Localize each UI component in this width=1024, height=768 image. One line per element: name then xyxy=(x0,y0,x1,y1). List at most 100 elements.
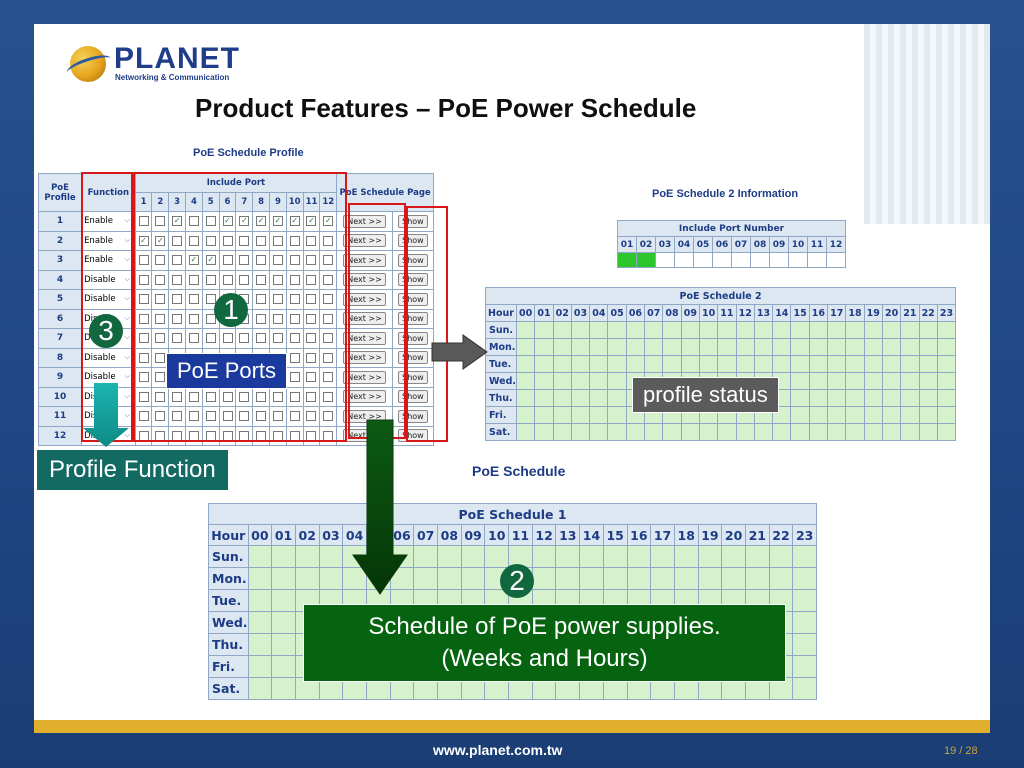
schedule-cell[interactable] xyxy=(900,372,920,390)
port-checkbox[interactable] xyxy=(272,313,283,324)
next-button[interactable]: Next >> xyxy=(343,312,386,326)
schedule-cell[interactable] xyxy=(900,355,920,373)
port-checkbox[interactable]: ✓ xyxy=(205,255,216,265)
schedule-cell[interactable] xyxy=(792,677,818,700)
port-checkbox[interactable] xyxy=(172,235,183,246)
schedule-cell[interactable] xyxy=(772,423,792,441)
schedule-cell[interactable] xyxy=(936,389,957,407)
port-checkbox[interactable] xyxy=(289,333,300,343)
port-checkbox[interactable] xyxy=(256,411,267,421)
port-checkbox[interactable] xyxy=(222,391,233,402)
port-checkbox[interactable] xyxy=(205,391,216,402)
schedule-cell[interactable] xyxy=(918,372,938,390)
schedule-cell[interactable] xyxy=(845,338,865,356)
schedule-cell[interactable] xyxy=(555,677,581,700)
port-checkbox[interactable] xyxy=(289,391,300,402)
schedule-cell[interactable] xyxy=(768,567,794,590)
port-checkbox[interactable]: ✓ xyxy=(289,216,300,226)
port-checkbox[interactable] xyxy=(272,255,283,265)
port-checkbox[interactable]: ✓ xyxy=(323,216,334,226)
port-checkbox[interactable] xyxy=(306,235,317,246)
port-checkbox[interactable] xyxy=(172,255,183,265)
schedule-cell[interactable] xyxy=(863,389,883,407)
port-checkbox[interactable] xyxy=(272,294,283,304)
port-checkbox[interactable] xyxy=(188,313,199,324)
schedule-cell[interactable] xyxy=(607,338,627,356)
port-checkbox[interactable] xyxy=(306,333,317,343)
schedule-cell[interactable] xyxy=(607,372,627,390)
port-checkbox[interactable] xyxy=(205,294,216,304)
schedule-cell[interactable] xyxy=(673,677,699,700)
schedule-cell[interactable] xyxy=(552,423,572,441)
schedule-cell[interactable] xyxy=(534,338,554,356)
next-button[interactable]: Next >> xyxy=(343,390,386,404)
schedule-cell[interactable] xyxy=(918,406,938,424)
port-checkbox[interactable] xyxy=(188,411,199,421)
next-button[interactable]: Next >> xyxy=(343,351,386,365)
next-button[interactable]: Next >> xyxy=(343,331,386,345)
port-checkbox[interactable]: ✓ xyxy=(272,216,283,226)
port-checkbox[interactable] xyxy=(172,391,183,402)
port-checkbox[interactable] xyxy=(289,274,300,285)
port-checkbox[interactable] xyxy=(138,333,149,343)
schedule-cell[interactable] xyxy=(790,372,810,390)
schedule-cell[interactable] xyxy=(717,355,737,373)
port-checkbox[interactable] xyxy=(222,274,233,285)
schedule-cell[interactable] xyxy=(570,321,591,339)
port-checkbox[interactable] xyxy=(222,255,233,265)
schedule-cell[interactable] xyxy=(625,355,646,373)
port-checkbox[interactable] xyxy=(222,235,233,246)
schedule-cell[interactable] xyxy=(515,389,536,407)
port-checkbox[interactable] xyxy=(272,333,283,343)
schedule-cell[interactable] xyxy=(534,406,554,424)
port-checkbox[interactable]: ✓ xyxy=(239,216,250,226)
port-checkbox[interactable] xyxy=(323,372,334,382)
schedule-cell[interactable] xyxy=(827,406,847,424)
schedule-cell[interactable] xyxy=(318,677,344,700)
schedule-cell[interactable] xyxy=(721,677,746,700)
schedule-cell[interactable] xyxy=(484,677,510,700)
port-checkbox[interactable] xyxy=(172,274,183,285)
port-checkbox[interactable] xyxy=(289,372,300,382)
port-checkbox[interactable] xyxy=(289,411,300,421)
port-checkbox[interactable] xyxy=(205,313,216,324)
schedule-cell[interactable] xyxy=(589,423,609,441)
port-checkbox[interactable] xyxy=(155,216,166,226)
schedule-cell[interactable] xyxy=(389,567,415,590)
schedule-cell[interactable] xyxy=(342,677,367,700)
port-checkbox[interactable] xyxy=(138,352,149,363)
port-checkbox[interactable] xyxy=(155,333,166,343)
schedule-cell[interactable] xyxy=(589,321,609,339)
port-checkbox[interactable] xyxy=(306,411,317,421)
port-checkbox[interactable] xyxy=(306,352,317,363)
port-checkbox[interactable] xyxy=(138,391,149,402)
port-checkbox[interactable] xyxy=(138,411,149,421)
schedule-cell[interactable] xyxy=(808,355,829,373)
schedule-cell[interactable] xyxy=(735,338,755,356)
port-checkbox[interactable] xyxy=(256,333,267,343)
schedule-cell[interactable] xyxy=(626,677,652,700)
next-button[interactable]: Next >> xyxy=(343,234,386,248)
port-checkbox[interactable] xyxy=(188,216,199,226)
schedule-cell[interactable] xyxy=(515,321,536,339)
next-button[interactable]: Next >> xyxy=(343,370,386,384)
port-checkbox[interactable] xyxy=(289,235,300,246)
port-checkbox[interactable] xyxy=(289,352,300,363)
port-checkbox[interactable] xyxy=(323,255,334,265)
port-checkbox[interactable] xyxy=(256,294,267,304)
schedule-cell[interactable] xyxy=(662,423,682,441)
schedule-cell[interactable] xyxy=(247,677,273,700)
port-checkbox[interactable] xyxy=(222,411,233,421)
port-checkbox[interactable] xyxy=(323,352,334,363)
schedule-cell[interactable] xyxy=(413,545,439,568)
schedule-cell[interactable] xyxy=(570,338,591,356)
schedule-cell[interactable] xyxy=(607,406,627,424)
schedule-cell[interactable] xyxy=(437,567,462,590)
port-checkbox[interactable]: ✓ xyxy=(188,255,199,265)
port-checkbox[interactable] xyxy=(138,216,149,226)
schedule-cell[interactable] xyxy=(318,567,344,590)
schedule-cell[interactable] xyxy=(790,338,810,356)
port-checkbox[interactable] xyxy=(138,294,149,304)
port-checkbox[interactable]: ✓ xyxy=(155,235,166,246)
schedule-cell[interactable] xyxy=(662,321,682,339)
